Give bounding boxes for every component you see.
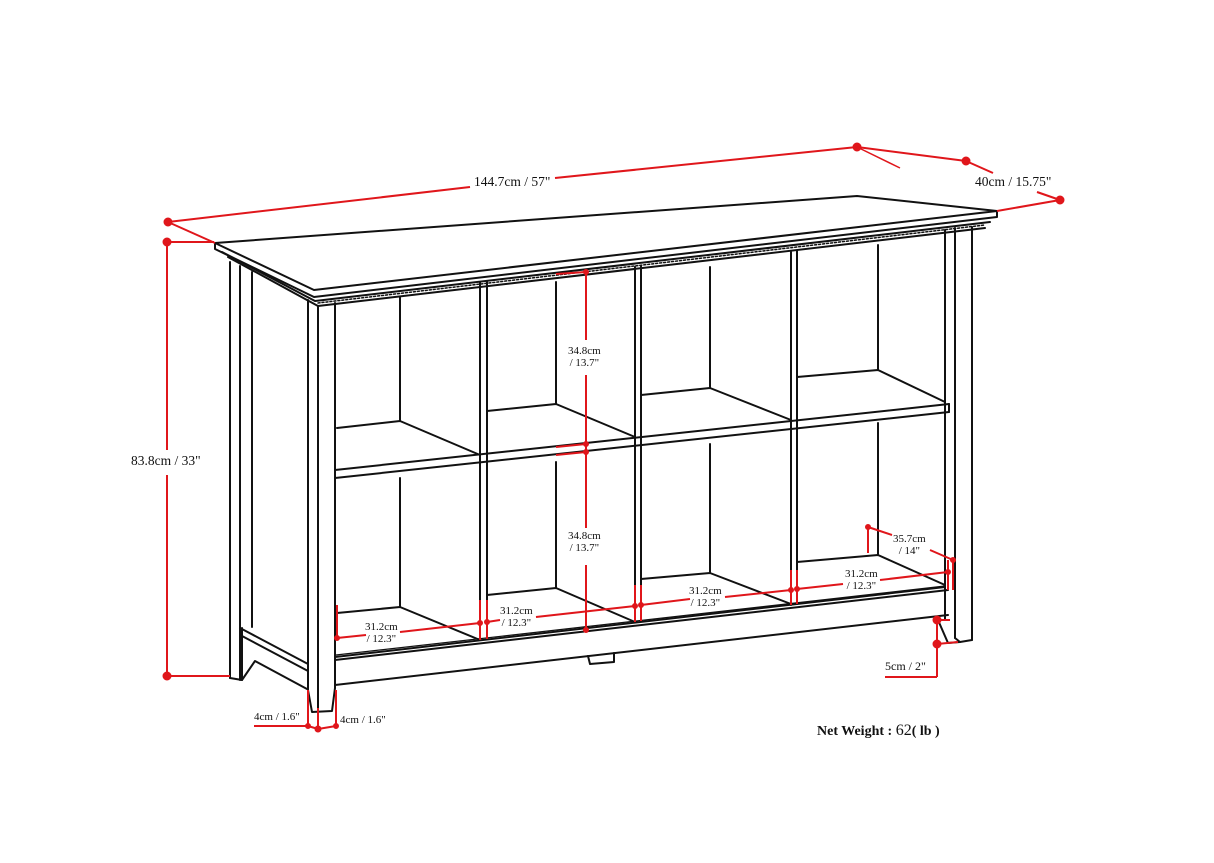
lower-cube-height-in: / 13.7"	[569, 542, 600, 555]
width-label: 144.7cm / 57"	[474, 174, 551, 189]
cube-width-1-cm: 31.2cm	[365, 621, 398, 633]
leg-height-label: 5cm / 2"	[885, 659, 926, 673]
cube-width-4-in: / 12.3"	[846, 580, 877, 593]
upper-cube-height-cm: 34.8cm	[568, 345, 601, 357]
lower-cube-height-cm: 34.8cm	[568, 530, 601, 542]
cube-width-3-in: / 12.3"	[690, 597, 721, 610]
cube-width-label-2: 31.2cm / 12.3"	[500, 605, 533, 629]
cube-depth-label: 35.7cm / 14"	[893, 533, 926, 557]
depth-label: 40cm / 15.75"	[975, 174, 1052, 189]
bookcase-outline	[214, 195, 998, 713]
lower-cube-height-label: 34.8cm / 13.7"	[567, 530, 602, 555]
cube-width-3-cm: 31.2cm	[689, 585, 722, 597]
height-label: 83.8cm / 33"	[130, 453, 202, 469]
net-weight: Net Weight : 62( lb )	[817, 722, 940, 740]
cube-width-1-in: / 12.3"	[366, 633, 397, 646]
cube-width-4-cm: 31.2cm	[845, 568, 878, 580]
cube-depth-in: / 14"	[898, 545, 920, 558]
cube-width-2-in: / 12.3"	[501, 617, 532, 630]
upper-cube-height-label: 34.8cm / 13.7"	[567, 345, 602, 370]
cube-width-2-cm: 31.2cm	[500, 605, 533, 617]
net-weight-unit: ( lb )	[911, 724, 940, 739]
leg-width-side-label: 4cm / 1.6"	[254, 711, 300, 723]
net-weight-value: 62	[895, 722, 912, 739]
net-weight-label: Net Weight :	[817, 724, 893, 739]
cube-width-label-3: 31.2cm / 12.3"	[689, 585, 722, 609]
cube-depth-cm: 35.7cm	[893, 533, 926, 545]
cube-width-label-4: 31.2cm / 12.3"	[845, 568, 878, 592]
leg-width-front-label: 4cm / 1.6"	[340, 714, 386, 726]
dimension-lines	[162, 142, 1065, 733]
upper-cube-height-in: / 13.7"	[569, 357, 600, 370]
cube-width-label-1: 31.2cm / 12.3"	[365, 621, 398, 645]
